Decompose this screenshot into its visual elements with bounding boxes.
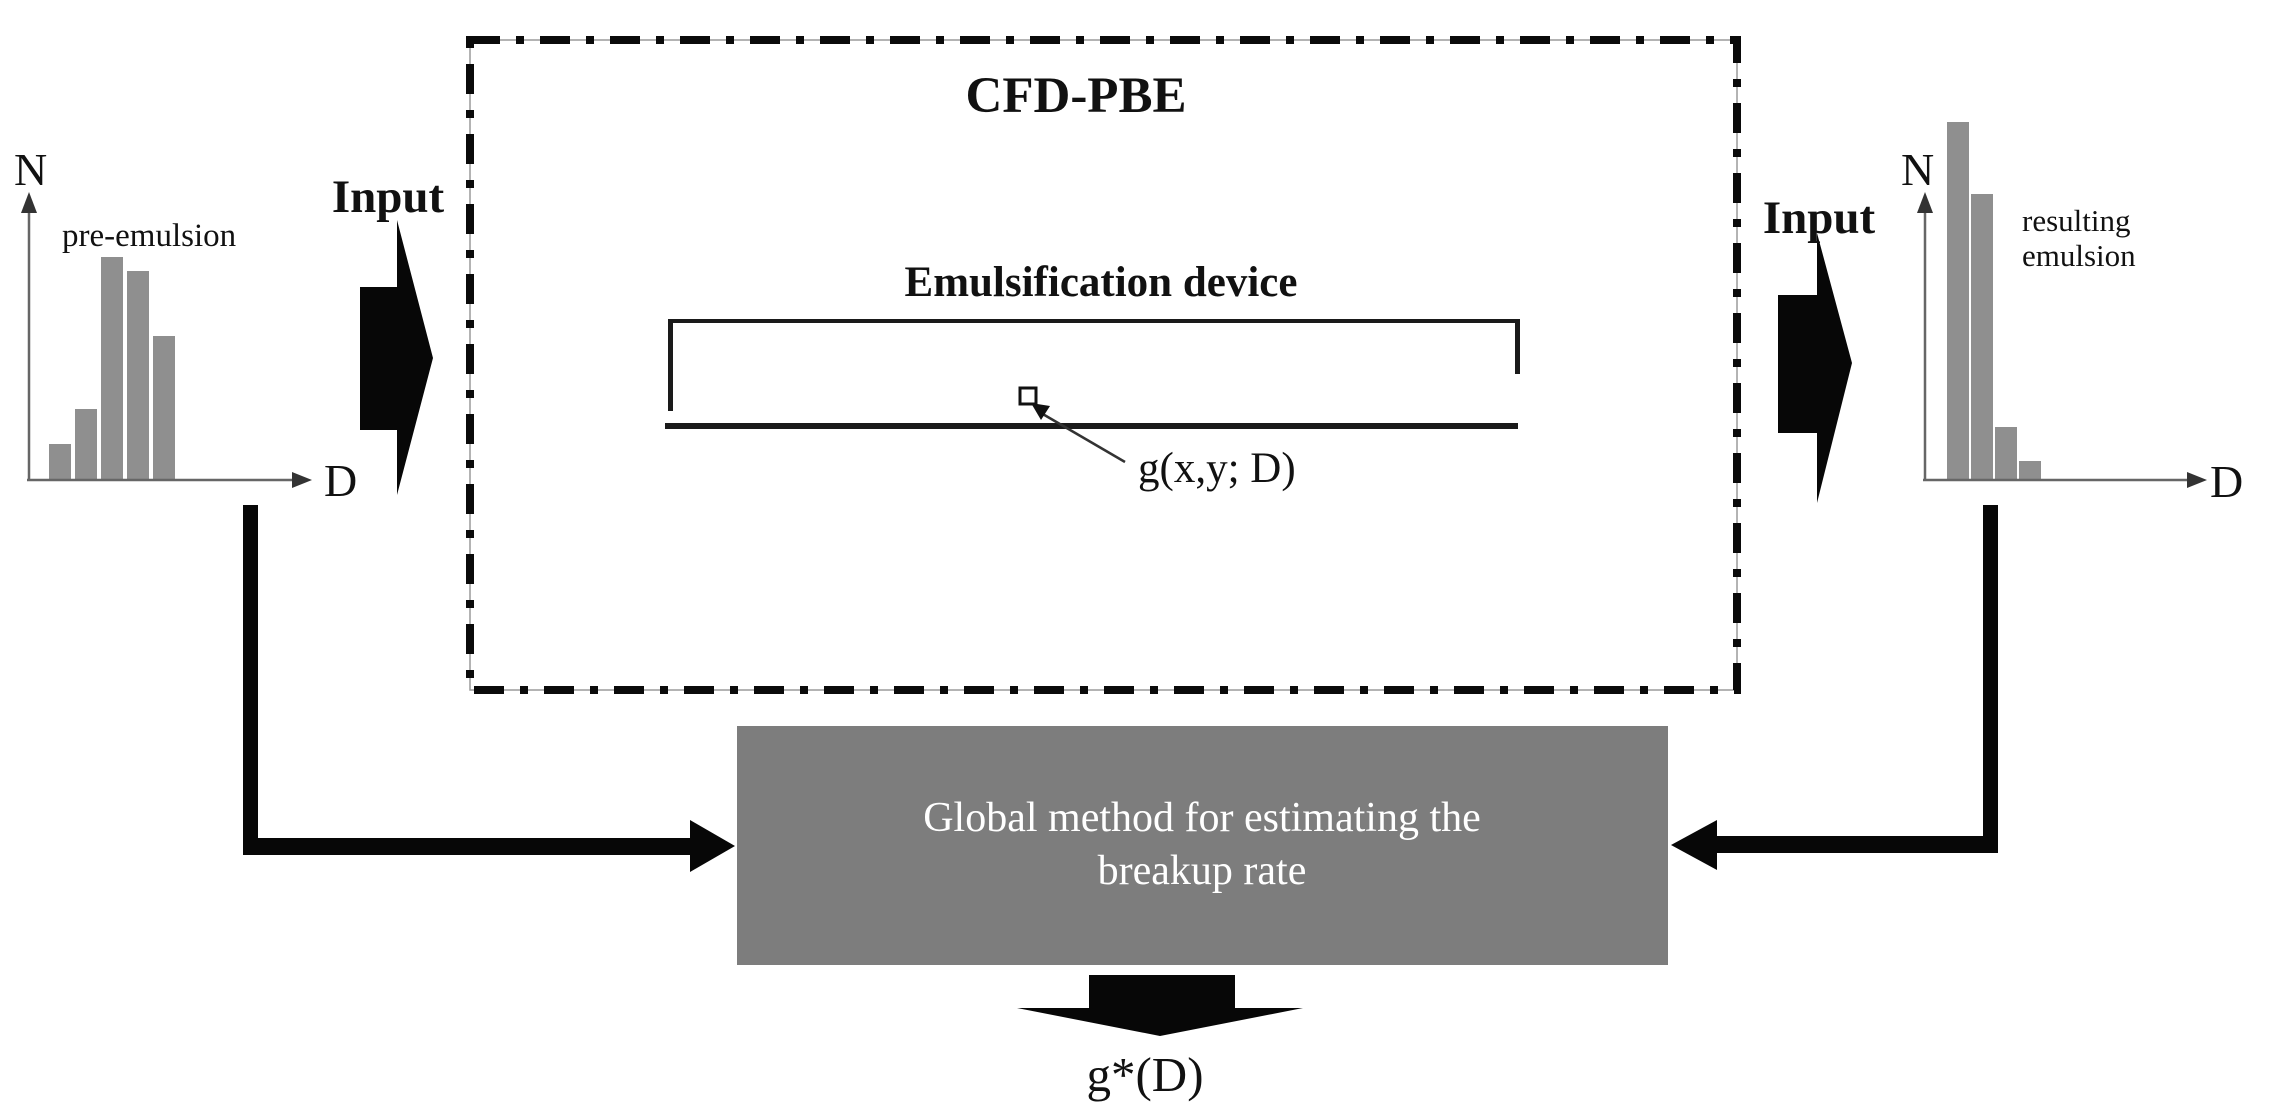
left-feed-vertical <box>243 505 258 855</box>
histogram-bar <box>153 336 175 479</box>
right-histogram-caption-line1: resulting <box>2022 203 2131 238</box>
output-down-arrow-icon <box>1017 975 1303 1036</box>
right-histogram-y-label: N <box>1901 144 1934 195</box>
right-feed-arrowhead-icon <box>1671 820 1717 870</box>
right-feed-vertical <box>1983 505 1998 853</box>
device-bottom-wall <box>665 423 1518 429</box>
right-histogram-caption-line2: emulsion <box>2022 238 2136 273</box>
cfd-pbe-title: CFD-PBE <box>966 68 1187 124</box>
right-histogram <box>1917 122 2207 488</box>
probe-cell-square <box>1018 386 1038 406</box>
left-histogram-caption: pre-emulsion <box>62 218 236 254</box>
leader-line <box>1040 411 1126 464</box>
left-histogram <box>21 192 312 488</box>
histogram-bar <box>1971 194 1993 479</box>
histogram-bar <box>1947 122 1969 479</box>
right-histogram-x-label: D <box>2210 456 2243 507</box>
histogram-bar <box>101 257 123 479</box>
left-histogram-bars <box>49 257 175 479</box>
emulsification-device-shape <box>665 319 1520 429</box>
right-input-label: Input <box>1763 192 1876 244</box>
breakup-rate-annotation: g(x,y; D) <box>1138 445 1296 492</box>
cfd-box-dashdot-border <box>466 36 1741 694</box>
histogram-bar <box>49 444 71 479</box>
right-y-axis-arrow-icon <box>1917 192 1933 213</box>
left-feed-horizontal <box>243 838 693 855</box>
histogram-bar <box>127 271 149 479</box>
global-method-box <box>737 726 1668 965</box>
output-label: g*(D) <box>1086 1047 1203 1102</box>
right-x-axis-arrow-icon <box>2187 472 2207 488</box>
device-label: Emulsification device <box>905 259 1298 306</box>
histogram-bar <box>1995 427 2017 479</box>
histogram-bar <box>75 409 97 479</box>
left-histogram-x-label: D <box>324 455 357 506</box>
right-input-arrow-icon <box>1778 233 1852 503</box>
leader-arrowhead-icon <box>1031 403 1050 420</box>
device-left-wall <box>668 319 673 411</box>
cfd-box-thin-line <box>469 39 1738 691</box>
left-input-label: Input <box>332 171 445 223</box>
histogram-bar <box>2019 461 2041 479</box>
right-feed-arrow <box>1671 505 1998 870</box>
left-x-axis-arrow-icon <box>292 472 312 488</box>
left-feed-arrowhead-icon <box>690 820 735 872</box>
device-top-wall <box>668 319 1520 323</box>
left-y-axis-arrow-icon <box>21 192 37 213</box>
global-method-line1: Global method for estimating the <box>923 795 1481 841</box>
global-method-line2: breakup rate <box>1098 848 1307 894</box>
probe-cell-annotation <box>1018 386 1126 464</box>
left-feed-arrow <box>243 505 735 872</box>
device-right-wall <box>1515 319 1520 374</box>
left-input-arrow-icon <box>360 220 433 495</box>
right-feed-horizontal <box>1715 836 1998 853</box>
right-histogram-bars <box>1947 122 2041 479</box>
left-histogram-y-label: N <box>14 144 47 195</box>
cfd-pbe-dashed-box <box>466 36 1741 694</box>
